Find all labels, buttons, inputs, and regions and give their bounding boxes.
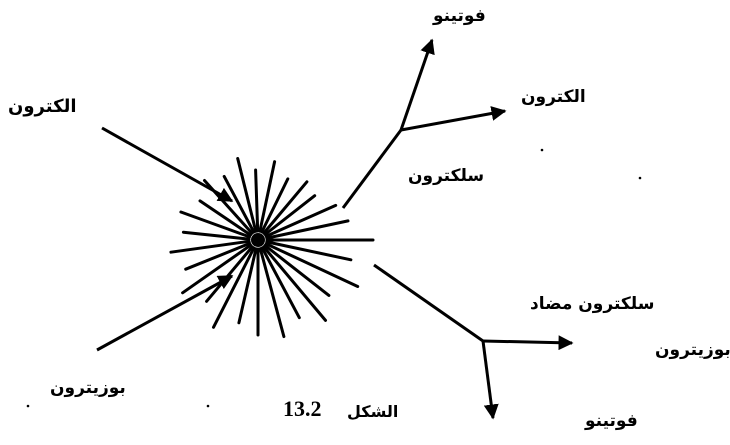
figure-caption-number: 13.2 bbox=[283, 398, 322, 420]
label-selectron: سلكترون bbox=[408, 168, 484, 185]
speck bbox=[27, 405, 30, 408]
selectron-track bbox=[343, 130, 401, 208]
speck bbox=[639, 177, 642, 180]
label-photino-bottom: فوتينو bbox=[585, 413, 638, 430]
burst-spoke bbox=[200, 201, 251, 235]
electron-out-arrow bbox=[401, 111, 505, 130]
burst-spoke bbox=[186, 243, 250, 269]
speck bbox=[541, 149, 544, 152]
label-photino-top: فوتينو bbox=[433, 8, 486, 25]
label-positron-out: بوزيترون bbox=[655, 342, 730, 359]
burst-spoke bbox=[171, 241, 249, 252]
label-positron: بوزيترون bbox=[50, 380, 126, 397]
incoming-positron-arrow bbox=[97, 276, 232, 350]
label-antiselectron: سلكترون مضاد bbox=[530, 296, 654, 313]
label-electron-out: الكترون bbox=[521, 89, 586, 106]
photino-bottom-arrow bbox=[483, 341, 493, 418]
positron-out-arrow bbox=[483, 341, 572, 343]
incoming-electron-arrow bbox=[102, 128, 232, 201]
burst-spoke bbox=[260, 249, 284, 337]
collision-point bbox=[251, 233, 265, 247]
antiselectron-track bbox=[374, 265, 483, 341]
photino-top-arrow bbox=[401, 40, 432, 130]
burst-spoke bbox=[256, 170, 258, 231]
speck bbox=[207, 405, 210, 408]
figure-caption-word: الشكل bbox=[347, 404, 398, 420]
label-electron: الكترون bbox=[8, 98, 77, 116]
